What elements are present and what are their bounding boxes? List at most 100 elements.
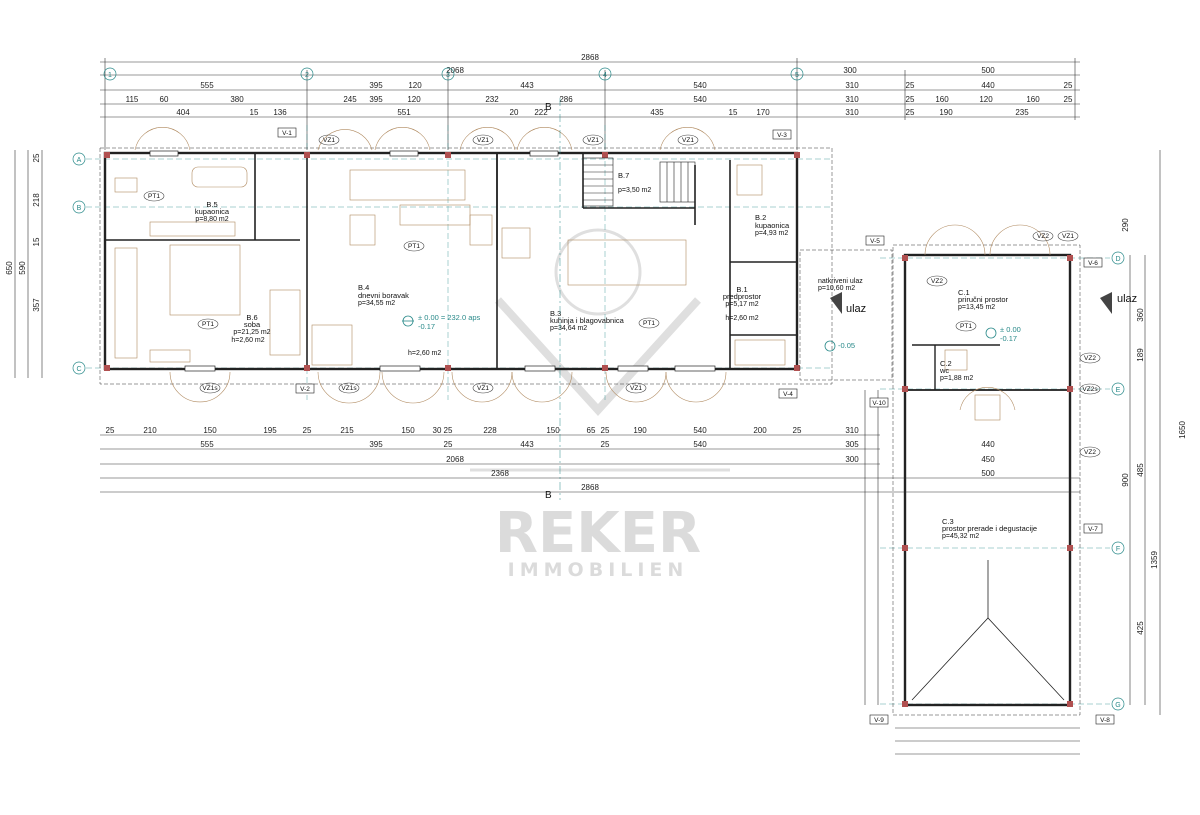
svg-text:VZ2s: VZ2s [1082, 386, 1098, 393]
svg-text:h=2,60 m2: h=2,60 m2 [231, 337, 264, 344]
annex-building [799, 150, 1161, 716]
svg-text:V-2: V-2 [300, 386, 310, 393]
svg-text:p=10,60 m2: p=10,60 m2 [818, 285, 855, 292]
svg-text:2068: 2068 [446, 66, 464, 75]
svg-text:p=13,45 m2: p=13,45 m2 [958, 304, 995, 311]
svg-text:310: 310 [845, 108, 859, 117]
svg-text:300: 300 [843, 66, 857, 75]
svg-text:120: 120 [408, 81, 422, 90]
svg-text:551: 551 [397, 108, 411, 117]
entrance-markers: ulaz ulaz [830, 292, 1137, 315]
svg-text:dnevni boravak: dnevni boravak [358, 291, 409, 300]
svg-text:215: 215 [340, 426, 354, 435]
top-dimension-lines [100, 58, 1080, 150]
svg-text:p=3,50 m2: p=3,50 m2 [618, 187, 651, 194]
left-dimension-lines [14, 150, 43, 378]
svg-text:1650: 1650 [1178, 421, 1187, 439]
svg-text:15: 15 [250, 108, 259, 117]
svg-text:160: 160 [1026, 95, 1040, 104]
svg-text:540: 540 [693, 426, 707, 435]
bottom-dimension-lines [100, 434, 1080, 755]
svg-text:B.5: B.5 [206, 200, 217, 209]
svg-text:VZ1: VZ1 [587, 137, 599, 144]
dim-top-overall: 2868 [581, 53, 599, 62]
column-axis-markers [103, 67, 804, 81]
svg-text:B: B [545, 102, 552, 113]
room-b3: B.3 kuhinja i blagovabnica p=34,64 m2 [550, 309, 625, 332]
svg-text:25: 25 [906, 81, 915, 90]
svg-text:425: 425 [1136, 621, 1145, 635]
svg-text:500: 500 [981, 66, 995, 75]
svg-text:555: 555 [200, 81, 214, 90]
svg-text:PT1: PT1 [960, 323, 972, 330]
svg-text:3: 3 [446, 72, 450, 79]
svg-text:V-7: V-7 [1088, 526, 1098, 533]
svg-text:B: B [77, 205, 82, 212]
svg-text:V-9: V-9 [874, 717, 884, 724]
svg-text:B.7: B.7 [618, 171, 629, 180]
svg-text:25: 25 [444, 426, 453, 435]
svg-text:B.6: B.6 [246, 313, 257, 322]
svg-text:V-4: V-4 [783, 391, 793, 398]
dim-bottom-overall-1: 2068 [446, 455, 464, 464]
svg-text:286: 286 [559, 95, 573, 104]
svg-text:310: 310 [845, 95, 859, 104]
room-c1: C.1 priručni prostor p=13,45 m2 [958, 288, 1009, 311]
svg-text:kupaonica: kupaonica [195, 207, 230, 216]
level-entry: -0.05 [838, 341, 855, 350]
svg-text:310: 310 [845, 426, 859, 435]
level-markers: ± 0.00 = 232.0 aps -0.17 ± 0.00 -0.17 -0… [402, 313, 1021, 352]
svg-text:VZ2: VZ2 [931, 278, 943, 285]
dim-bottom-overall-2: 2368 [491, 469, 509, 478]
svg-text:395: 395 [369, 440, 383, 449]
svg-text:440: 440 [981, 440, 995, 449]
svg-text:V-8: V-8 [1100, 717, 1110, 724]
dim-right: 290 900 1650 1359 485 425 189 360 [1121, 218, 1187, 635]
main-building [99, 126, 833, 404]
level-annex-sub: -0.17 [1000, 334, 1017, 343]
svg-text:15: 15 [729, 108, 738, 117]
svg-text:h=2,60 m2: h=2,60 m2 [408, 350, 441, 357]
svg-text:C: C [76, 366, 81, 373]
room-labels: B.5 kupaonica p=8,80 m2 B.4 dnevni borav… [195, 171, 1037, 540]
dim-left: 650 590 357 218 15 25 [5, 153, 41, 312]
svg-text:VZ2: VZ2 [1084, 355, 1096, 362]
svg-text:25: 25 [1064, 95, 1073, 104]
svg-text:150: 150 [203, 426, 217, 435]
svg-text:B.3: B.3 [550, 309, 561, 318]
svg-text:404: 404 [176, 108, 190, 117]
svg-text:V-1: V-1 [282, 130, 292, 137]
svg-text:380: 380 [230, 95, 244, 104]
svg-text:V-6: V-6 [1088, 260, 1098, 267]
svg-text:65: 65 [587, 426, 596, 435]
svg-text:590: 590 [18, 261, 27, 275]
svg-text:p=34,64 m2: p=34,64 m2 [550, 325, 587, 332]
room-c2: C.2 wc p=1,88 m2 [939, 359, 973, 382]
svg-text:p=45,32 m2: p=45,32 m2 [942, 533, 979, 540]
svg-text:555: 555 [200, 440, 214, 449]
room-c3: C.3 prostor prerade i degustacije p=45,3… [942, 517, 1037, 540]
svg-text:900: 900 [1121, 473, 1130, 487]
svg-text:170: 170 [756, 108, 770, 117]
room-b6: B.6 soba p=21,25 m2 h=2,60 m2 [231, 313, 270, 344]
svg-text:395: 395 [369, 81, 383, 90]
svg-text:435: 435 [650, 108, 664, 117]
svg-text:25: 25 [1064, 81, 1073, 90]
svg-text:5: 5 [795, 72, 799, 79]
row-axis-labels: A B C D E F G [76, 157, 1120, 709]
dim-bottom-overall-3: 2868 [581, 483, 599, 492]
svg-text:190: 190 [939, 108, 953, 117]
window-tags: VZ1 VZ1 VZ1 VZ1 VZ1s VZ1 VZ1 VZ1s VZ2 VZ… [199, 134, 1101, 458]
svg-text:prostor prerade i degustacije: prostor prerade i degustacije [942, 524, 1037, 533]
svg-text:25: 25 [303, 426, 312, 435]
svg-text:650: 650 [5, 261, 14, 275]
dim-top-row4: 115 60 380 245 395 120 232 286 540 310 2… [126, 95, 1073, 104]
svg-text:VZ1: VZ1 [630, 385, 642, 392]
level-annex: ± 0.00 [1000, 325, 1021, 334]
svg-text:290: 290 [1121, 218, 1130, 232]
entrance-label-1: ulaz [846, 303, 866, 315]
svg-text:1: 1 [108, 72, 112, 79]
svg-text:C.1: C.1 [958, 288, 970, 297]
room-covered-entry: natkriveni ulaz p=10,60 m2 [818, 278, 863, 292]
svg-text:D: D [1115, 256, 1120, 263]
